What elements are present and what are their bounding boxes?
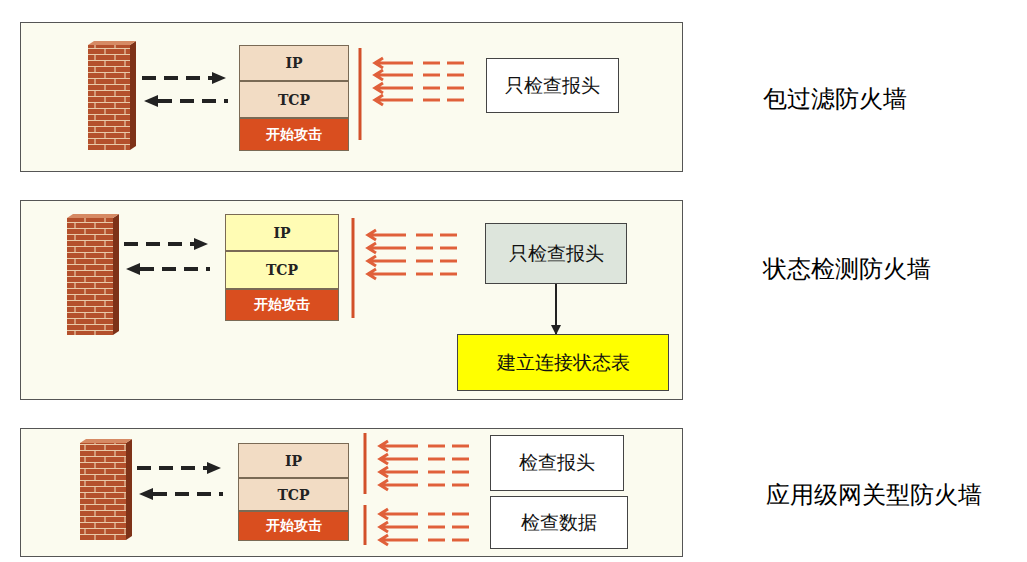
box-text: 开始攻击: [266, 126, 322, 144]
brick-wall: [80, 439, 132, 540]
box-text: 开始攻击: [266, 517, 322, 535]
box-text: TCP: [277, 487, 309, 503]
inspection-arrow: [380, 509, 418, 519]
inspection-dash: [428, 513, 445, 516]
check-box: 只检查报头: [485, 223, 627, 284]
inspection-dash: [447, 62, 464, 65]
box-text: IP: [285, 453, 302, 469]
inspection-dash: [428, 539, 445, 542]
inspection-arrow: [380, 467, 418, 477]
brick-wall: [88, 41, 136, 150]
inspection-arrow: [375, 58, 413, 68]
box-text: 只检查报头: [505, 73, 600, 99]
flow-arrow: [555, 284, 557, 334]
inspection-dash: [423, 74, 440, 77]
box-text: TCP: [266, 262, 298, 278]
box-text: IP: [273, 225, 290, 241]
inspection-dash: [428, 445, 445, 448]
inspection-dash: [428, 471, 445, 474]
inspection-dash: [440, 234, 457, 237]
dashed-arrow: [124, 78, 228, 494]
inspection-dash: [452, 471, 469, 474]
packet-layer: 开始攻击: [225, 289, 339, 321]
inspection-dash: [428, 526, 445, 529]
inspection-arrows: [368, 58, 469, 545]
box-text: 检查报头: [519, 450, 595, 476]
packet-layer: TCP: [225, 251, 339, 289]
inspection-dash: [440, 273, 457, 276]
packet-layer: TCP: [239, 81, 349, 118]
inspection-dash: [428, 484, 445, 487]
inspection-dash: [423, 99, 440, 102]
inspection-arrow: [380, 454, 418, 464]
box-text: TCP: [278, 92, 310, 108]
inspection-dash: [416, 234, 433, 237]
packet-layer: IP: [238, 443, 349, 478]
inspection-arrow: [380, 522, 418, 532]
box-text: 检查数据: [521, 510, 597, 536]
box-text: IP: [285, 55, 302, 71]
check-box: 建立连接状态表: [457, 334, 669, 391]
panel-ground: [20, 428, 683, 557]
inspection-dash: [452, 513, 469, 516]
arrow-head: [126, 72, 226, 500]
brick-wall: [67, 214, 119, 335]
inspection-dash: [452, 484, 469, 487]
inspection-dash: [440, 247, 457, 250]
inspection-arrow: [368, 269, 406, 279]
inspection-arrow: [368, 256, 406, 266]
firewall-type-label: 状态检测防火墙: [763, 253, 931, 285]
inspection-dash: [452, 458, 469, 461]
panel-ground: [20, 200, 683, 400]
box-text: 建立连接状态表: [497, 350, 630, 376]
inspection-arrow: [375, 70, 413, 80]
check-box: 检查数据: [490, 496, 628, 549]
packet-layer: IP: [239, 45, 349, 81]
inspection-dash: [452, 526, 469, 529]
inspection-dash: [416, 260, 433, 263]
firewall-type-label: 包过滤防火墙: [763, 83, 907, 115]
inspection-dash: [447, 74, 464, 77]
inspection-dash: [428, 458, 445, 461]
box-text: 只检查报头: [509, 241, 604, 267]
check-box: 只检查报头: [486, 58, 619, 113]
inspection-arrow: [380, 480, 418, 490]
inspection-dash: [447, 87, 464, 90]
packet-layer: 开始攻击: [238, 511, 349, 541]
inspection-arrow: [380, 441, 418, 451]
inspection-dash: [452, 445, 469, 448]
packet-layer: TCP: [238, 478, 349, 511]
inspection-arrow: [368, 243, 406, 253]
inspection-arrow: [380, 535, 418, 545]
inspection-dash: [416, 273, 433, 276]
inspection-dash: [440, 260, 457, 263]
inspection-arrow: [375, 83, 413, 93]
inspection-dash: [447, 99, 464, 102]
firewall-panel: 状态检测防火墙IPTCP开始攻击只检查报头建立连接状态表: [20, 200, 683, 400]
inspection-dash: [423, 87, 440, 90]
filter-bar: [353, 48, 365, 545]
firewall-panel: 应用级网关型防火墙IPTCP开始攻击检查报头检查数据: [20, 428, 683, 557]
check-box: 检查报头: [490, 435, 624, 491]
box-text: 开始攻击: [254, 296, 310, 314]
panel-ground: [20, 22, 683, 172]
inspection-dash: [423, 62, 440, 65]
packet-layer: 开始攻击: [239, 118, 349, 151]
inspection-arrow: [368, 230, 406, 240]
firewall-panel: 包过滤防火墙IPTCP开始攻击只检查报头: [20, 22, 683, 172]
inspection-dash: [452, 539, 469, 542]
packet-layer: IP: [225, 214, 339, 251]
inspection-dash: [416, 247, 433, 250]
firewall-type-label: 应用级网关型防火墙: [766, 479, 982, 511]
inspection-arrow: [375, 95, 413, 105]
